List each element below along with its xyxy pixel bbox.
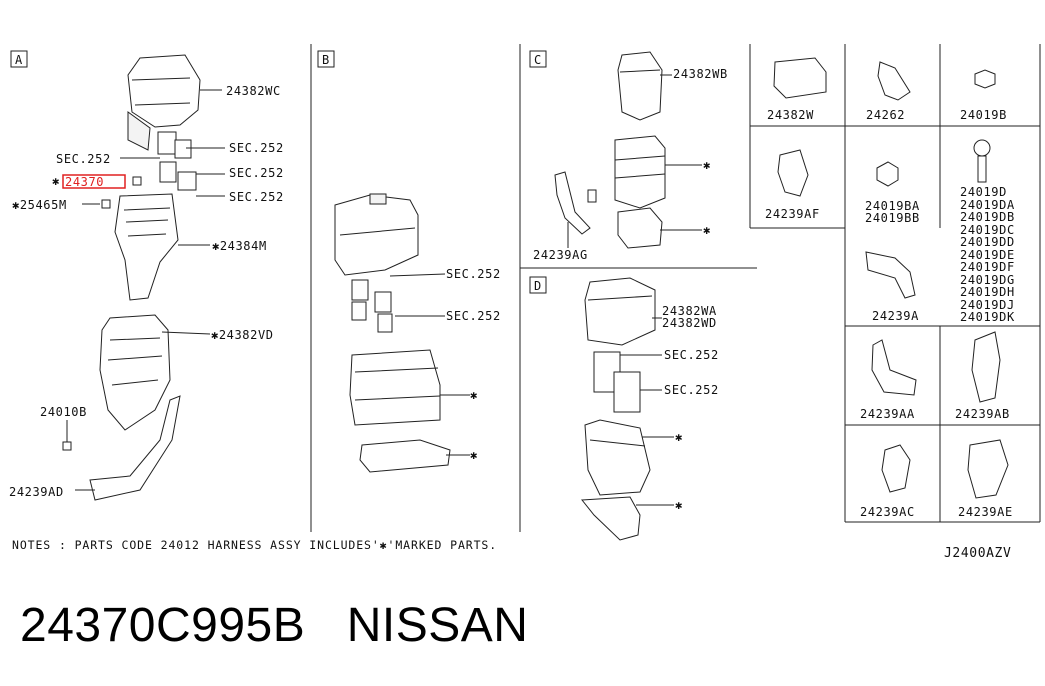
- section-d-marker: D: [529, 276, 547, 294]
- section-a-drawing: [62, 54, 225, 501]
- label-24239ae[interactable]: 24239AE: [958, 505, 1013, 519]
- label-24239af[interactable]: 24239AF: [765, 207, 820, 221]
- label-sec-252-d1[interactable]: SEC.252: [664, 348, 719, 362]
- label-24239ad[interactable]: 24239AD: [9, 485, 64, 499]
- label-sec-252-a4[interactable]: SEC.252: [229, 190, 284, 204]
- star-marker-d1: ✱: [675, 430, 683, 444]
- label-sec-252-d2[interactable]: SEC.252: [664, 383, 719, 397]
- label-24382wd[interactable]: 24382WD: [662, 316, 717, 330]
- label-24239ab[interactable]: 24239AB: [955, 407, 1010, 421]
- label-24370-highlighted[interactable]: 24370: [65, 175, 104, 189]
- star-marker-c1: ✱: [703, 158, 711, 172]
- label-24019ba[interactable]: 24019BA: [865, 199, 920, 213]
- label-24019db[interactable]: 24019DB: [960, 210, 1015, 224]
- label-24382vd[interactable]: ✱24382VD: [211, 328, 274, 342]
- label-24384m[interactable]: ✱24384M: [212, 239, 267, 253]
- label-sec-252-b2[interactable]: SEC.252: [446, 309, 501, 323]
- label-24382w[interactable]: 24382W: [767, 108, 814, 122]
- section-d-drawing: [581, 277, 674, 541]
- label-sec-252-a1[interactable]: SEC.252: [229, 141, 284, 155]
- label-24239aa[interactable]: 24239AA: [860, 407, 915, 421]
- label-24019dc[interactable]: 24019DC: [960, 223, 1015, 237]
- label-24019df[interactable]: 24019DF: [960, 260, 1015, 274]
- label-24010b[interactable]: 24010B: [40, 405, 87, 419]
- highlight-box-24370: [62, 174, 126, 189]
- star-marker-b1: ✱: [470, 388, 478, 402]
- label-24019dj[interactable]: 24019DJ: [960, 298, 1015, 312]
- section-c-drawing: [554, 51, 702, 249]
- label-sec-252-a3[interactable]: SEC.252: [229, 166, 284, 180]
- label-24019de[interactable]: 24019DE: [960, 248, 1015, 262]
- diagram-frame: [310, 44, 1041, 532]
- section-b-marker: B: [317, 50, 335, 68]
- label-24019bb[interactable]: 24019BB: [865, 211, 920, 225]
- label-24019dh[interactable]: 24019DH: [960, 285, 1015, 299]
- label-sec-252-b1[interactable]: SEC.252: [446, 267, 501, 281]
- section-d-letter: D: [534, 279, 541, 293]
- label-24019b[interactable]: 24019B: [960, 108, 1007, 122]
- label-24019d[interactable]: 24019D: [960, 185, 1007, 199]
- diagram-id: J2400AZV: [944, 546, 1011, 561]
- label-25465m[interactable]: ✱25465M: [12, 198, 67, 212]
- label-24239ac[interactable]: 24239AC: [860, 505, 915, 519]
- label-24019da[interactable]: 24019DA: [960, 198, 1015, 212]
- label-24019dd[interactable]: 24019DD: [960, 235, 1015, 249]
- label-24382wa[interactable]: 24382WA: [662, 304, 717, 318]
- label-24262[interactable]: 24262: [866, 108, 905, 122]
- star-marker-d2: ✱: [675, 498, 683, 512]
- label-24019dk[interactable]: 24019DK: [960, 310, 1015, 324]
- section-b-letter: B: [322, 53, 329, 67]
- section-b-drawing: [334, 193, 470, 473]
- right-grid-drawings: [773, 57, 1009, 499]
- star-marker-24370: ✱: [52, 174, 60, 188]
- label-sec-252-a2[interactable]: SEC.252: [56, 152, 111, 166]
- section-a-letter: A: [15, 53, 23, 67]
- label-24019dg[interactable]: 24019DG: [960, 273, 1015, 287]
- label-24382wb[interactable]: 24382WB: [673, 67, 728, 81]
- label-24239a[interactable]: 24239A: [872, 309, 919, 323]
- part-number-caption: 24370C995B NISSAN: [20, 599, 529, 652]
- label-24239ag[interactable]: 24239AG: [533, 248, 588, 262]
- section-a-marker: A: [10, 50, 28, 68]
- section-c-letter: C: [534, 53, 541, 67]
- star-marker-c2: ✱: [703, 223, 711, 237]
- section-c-marker: C: [529, 50, 547, 68]
- notes-text: NOTES : PARTS CODE 24012 HARNESS ASSY IN…: [12, 538, 497, 552]
- label-list-24019d-series: 24019D 24019DA 24019DB 24019DC 24019DD 2…: [960, 185, 1015, 324]
- star-marker-b2: ✱: [470, 448, 478, 462]
- label-24382wc[interactable]: 24382WC: [226, 84, 281, 98]
